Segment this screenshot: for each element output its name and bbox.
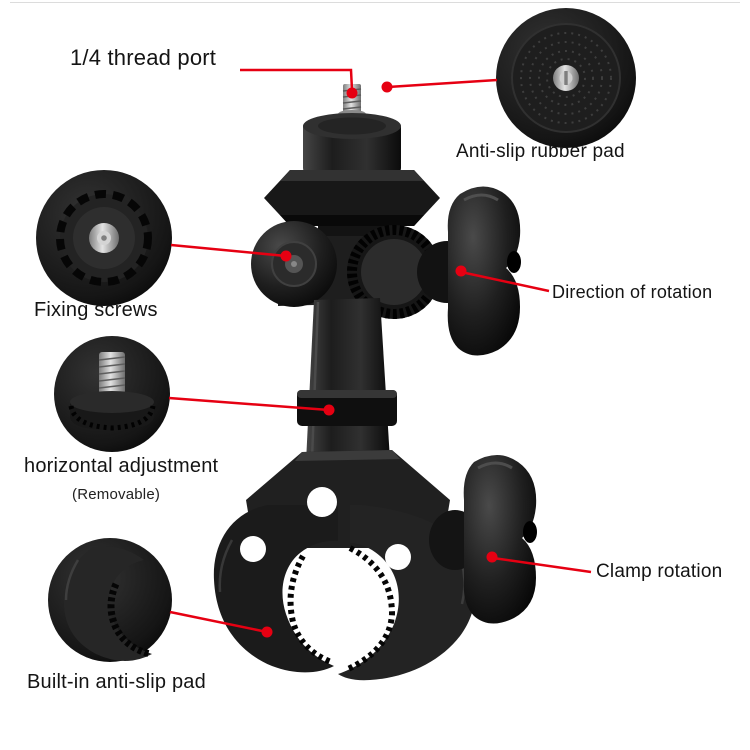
clamp-rotation-knob: [429, 455, 537, 624]
mounting-holes: [240, 487, 411, 570]
inset-horizontal-adjustment: [54, 336, 170, 452]
inset-anti-slip-pad: [48, 538, 172, 662]
callout-lines: [168, 68, 592, 634]
callout-label-anti-slip-pad: Built-in anti-slip pad: [27, 671, 206, 693]
knurled-ring: [347, 225, 441, 319]
vertical-arm: [306, 298, 390, 462]
callout-sublabel-removable: (Removable): [72, 486, 161, 503]
callout-label-clamp-rotation: Clamp rotation: [596, 561, 723, 582]
inset-rubber-pad: [496, 8, 636, 148]
inset-fixing-screws: [36, 170, 172, 306]
callout-label-fixing-screws: Fixing screws: [34, 299, 158, 321]
callout-label-thread-port: 1/4 thread port: [70, 45, 217, 70]
horizontal-adjustment-band: [297, 390, 397, 426]
left-claw: [213, 505, 338, 673]
callout-label-horizontal-adjustment: horizontal adjustment: [24, 455, 219, 477]
mount-top-cylinder: [303, 113, 401, 182]
upper-adjust-knob: [417, 186, 521, 356]
frame-line: [10, 2, 740, 3]
callout-label-rubber-pad: Anti-slip rubber pad: [456, 141, 625, 162]
clamp-mount-product: [213, 84, 537, 681]
hex-collar: [264, 170, 440, 226]
callout-dots: [261, 81, 498, 638]
pivot-disc-fixing-screw: [251, 221, 337, 307]
callout-label-direction-of-rotation: Direction of rotation: [552, 282, 713, 302]
